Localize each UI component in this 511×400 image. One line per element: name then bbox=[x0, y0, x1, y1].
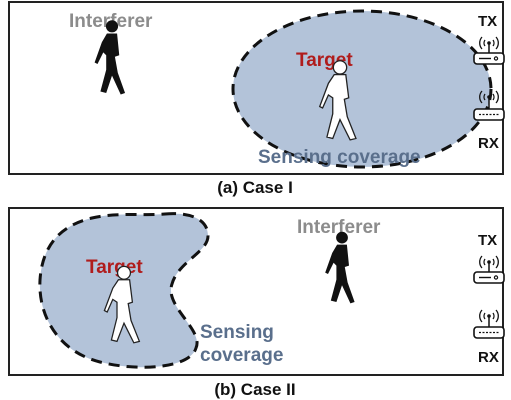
panel-b-tx-label: TX bbox=[478, 232, 497, 249]
panel-a-caption: (a) Case I bbox=[217, 178, 293, 197]
panel-b-interferer-label: Interferer bbox=[297, 217, 381, 238]
panel-b-coverage-label-line1: Sensing bbox=[200, 322, 274, 343]
panel-a-coverage-label: Sensing coverage bbox=[258, 147, 421, 168]
panel-b-rx-router-icon bbox=[473, 309, 505, 339]
panel-b-tx-router-icon bbox=[473, 255, 505, 284]
panel-a-rx-label: RX bbox=[478, 135, 499, 152]
panel-a-rx-router-icon bbox=[473, 90, 505, 121]
panel-a-sensing-coverage-area bbox=[231, 9, 493, 169]
panel-b-coverage-label-line2: coverage bbox=[200, 345, 283, 366]
panel-a-tx-label: TX bbox=[478, 13, 497, 30]
panel-a-tx-router-icon bbox=[473, 36, 505, 65]
panel-b-target-label: Target bbox=[86, 257, 143, 278]
panel-b-rx-label: RX bbox=[478, 349, 499, 366]
panel-b-caption: (b) Case II bbox=[214, 380, 295, 399]
